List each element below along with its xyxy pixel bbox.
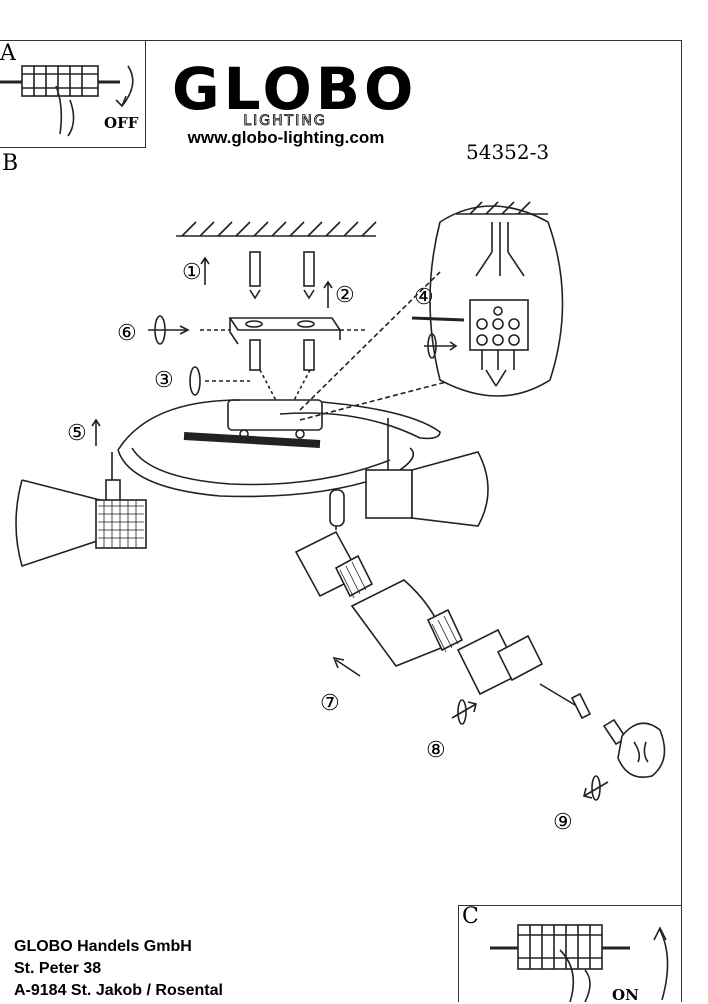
- brand-sub: LIGHTING: [243, 113, 327, 130]
- company-address: GLOBO Handels GmbH St. Peter 38 A-9184 S…: [14, 936, 223, 1002]
- off-label: OFF: [104, 114, 139, 132]
- page-frame: [0, 40, 682, 1002]
- company-street: St. Peter 38: [14, 960, 102, 977]
- panel-b-label: B: [2, 151, 19, 176]
- step-6-marker: ⑥: [117, 321, 137, 346]
- company-city: A-9184 St. Jakob / Rosental: [14, 982, 223, 999]
- terminal-block-c: [490, 924, 669, 1002]
- step-1-marker: ①: [182, 260, 202, 285]
- model-number: 54352-3: [466, 140, 550, 164]
- terminal-block-a: [0, 65, 134, 137]
- step-2-marker: ②: [335, 283, 355, 308]
- on-label: ON: [612, 986, 639, 1004]
- step-8-marker: ⑧: [426, 738, 446, 763]
- panel-c-switch-on: [458, 905, 682, 1002]
- step-5-marker: ⑤: [67, 421, 87, 446]
- panel-a-switch-off: [0, 40, 146, 148]
- panel-a-label: A: [0, 41, 16, 66]
- step-9-marker: ⑨: [553, 810, 573, 835]
- brand-logo: GLOBO: [172, 55, 418, 123]
- panel-c-label: C: [462, 904, 479, 929]
- brand-url: www.globo-lighting.com: [187, 128, 385, 147]
- step-4-marker: ④: [414, 285, 434, 310]
- company-name: GLOBO Handels GmbH: [14, 938, 192, 955]
- step-3-marker: ③: [154, 368, 174, 393]
- step-7-marker: ⑦: [320, 691, 340, 716]
